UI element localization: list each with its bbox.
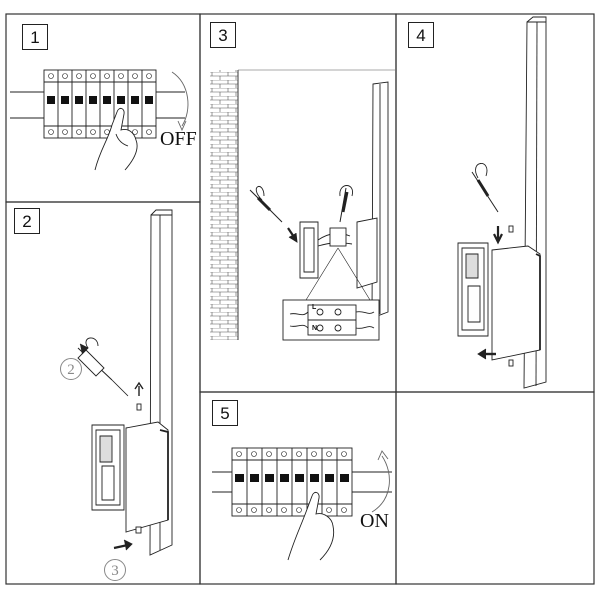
panel-4-fixing — [457, 16, 547, 389]
panel-1-breaker — [10, 69, 189, 171]
terminal-n-label: N — [312, 325, 318, 332]
step-3-number: 3 — [210, 22, 236, 48]
step-4-number: 4 — [408, 22, 434, 48]
panel-2-mounting — [77, 209, 173, 556]
panel-5-breaker — [212, 447, 392, 561]
on-label: ON — [360, 510, 389, 532]
off-label: OFF — [160, 128, 197, 150]
step-5-number: 5 — [212, 400, 238, 426]
callout-3: 3 — [104, 559, 126, 581]
step-2-number: 2 — [14, 208, 40, 234]
step-1-number: 1 — [22, 24, 48, 50]
terminal-l-label: L — [312, 304, 317, 311]
panel-3-wiring — [210, 69, 395, 341]
callout-2: 2 — [60, 358, 82, 380]
panel-frames — [5, 13, 595, 585]
